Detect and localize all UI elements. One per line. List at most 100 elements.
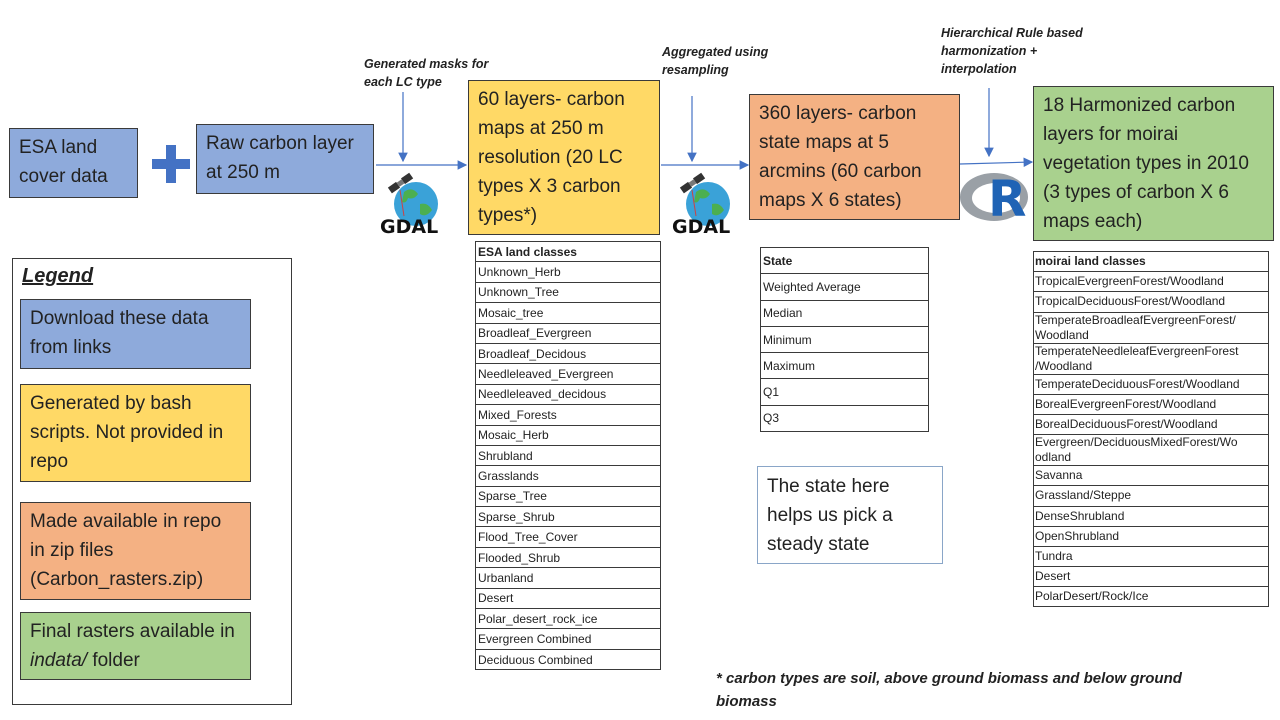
table-cell: DenseShrubland [1033, 505, 1269, 527]
table-row: Flood_Tree_Cover [475, 526, 661, 548]
table-row: Broadleaf_Evergreen [475, 322, 661, 344]
table-row: Mosaic_Herb [475, 424, 661, 446]
raw-carbon-box: Raw carbon layer at 250 m [196, 124, 374, 194]
table-row: Shrubland [475, 444, 661, 467]
table-cell: Q3 [760, 404, 929, 433]
table-row: Median [760, 299, 929, 327]
table-cell: Urbanland [475, 567, 661, 589]
table-cell: Evergreen Combined [475, 628, 661, 650]
table-header-row: moirai land classes [1033, 250, 1269, 273]
table-cell: Polar_desert_rock_ice [475, 608, 661, 630]
gdal-globe-icon [679, 172, 730, 226]
table-row: Deciduous Combined [475, 648, 661, 671]
gdal-label: GDAL [380, 216, 439, 238]
table-row: BorealDeciduousForest/Woodland [1033, 413, 1269, 436]
table-header-row: ESA land classes [475, 240, 661, 263]
table-cell: Broadleaf_Evergreen [475, 322, 661, 344]
table-cell: TemperateDeciduousForest/Woodland [1033, 373, 1269, 395]
table-cell: Grassland/Steppe [1033, 485, 1269, 507]
table-row: Q3 [760, 404, 929, 433]
table-row: Maximum [760, 352, 929, 380]
state-table-header: State [760, 246, 929, 275]
table-row: Desert [475, 587, 661, 610]
table-row: Evergreen/DeciduousMixedForest/Wo odland [1033, 434, 1269, 467]
legend-panel: Legend Download these data from links Ge… [12, 258, 292, 705]
gdal-label: GDAL [672, 216, 731, 238]
table-row: OpenShrubland [1033, 525, 1269, 547]
layers-360-label: 360 layers- carbon state maps at 5 arcmi… [759, 103, 922, 211]
legend-title: Legend [22, 265, 94, 287]
table-cell: Flood_Tree_Cover [475, 526, 661, 548]
table-cell: Mosaic_tree [475, 302, 661, 324]
table-cell: OpenShrubland [1033, 525, 1269, 547]
table-cell: Needleleaved_Evergreen [475, 363, 661, 385]
plus-icon [152, 145, 190, 183]
masks-note: Generated masks for each LC type [364, 57, 489, 89]
table-cell: Needleleaved_decidous [475, 383, 661, 406]
table-cell: Median [760, 299, 929, 327]
table-cell: BorealEvergreenForest/Woodland [1033, 393, 1269, 415]
table-row: Savanna [1033, 465, 1269, 487]
legend-item-generated: Generated by bash scripts. Not provided … [20, 384, 251, 482]
table-row: Sparse_Shrub [475, 506, 661, 528]
table-cell: Minimum [760, 325, 929, 354]
esa-land-cover-box: ESA land cover data [9, 128, 138, 198]
table-row: DenseShrubland [1033, 505, 1269, 527]
table-row: Needleleaved_Evergreen [475, 363, 661, 385]
state-note-box: The state here helps us pick a steady st… [757, 466, 943, 564]
legend-item-label-suffix: folder [87, 650, 140, 671]
gdal-globe-icon [387, 172, 438, 226]
moirai-table-header: moirai land classes [1033, 250, 1269, 273]
esa-land-cover-label: ESA land cover data [19, 137, 108, 187]
table-cell: TropicalEvergreenForest/Woodland [1033, 271, 1269, 293]
arrow-360-to-harmonized [959, 157, 1034, 168]
moirai-classes-table: moirai land classes TropicalEvergreenFor… [1033, 250, 1269, 608]
table-cell: Unknown_Tree [475, 281, 661, 304]
table-cell: Savanna [1033, 465, 1269, 487]
table-header-row: State [760, 246, 929, 275]
table-row: Unknown_Tree [475, 281, 661, 304]
esa-table-header: ESA land classes [475, 240, 661, 263]
table-row: Urbanland [475, 567, 661, 589]
state-note-text: The state here helps us pick a steady st… [767, 476, 893, 555]
table-cell: PolarDesert/Rock/Ice [1033, 586, 1269, 608]
table-cell: Desert [1033, 566, 1269, 588]
harmonized-label: 18 Harmonized carbon layers for moirai v… [1043, 95, 1249, 232]
layers-60-label: 60 layers- carbon maps at 250 m resoluti… [478, 89, 625, 226]
table-cell: Tundra [1033, 545, 1269, 568]
table-cell: Q1 [760, 378, 929, 406]
layers-360-box: 360 layers- carbon state maps at 5 arcmi… [749, 94, 960, 220]
aggregated-note: Aggregated using resampling [662, 45, 769, 77]
table-cell: Unknown_Herb [475, 261, 661, 283]
table-row: Grasslands [475, 465, 661, 487]
table-row: Flooded_Shrub [475, 546, 661, 569]
table-cell: BorealDeciduousForest/Woodland [1033, 413, 1269, 436]
table-row: Weighted Average [760, 273, 929, 301]
r-logo-icon [960, 173, 1028, 221]
table-cell: Deciduous Combined [475, 648, 661, 671]
table-cell: Evergreen/DeciduousMixedForest/Wo odland [1033, 434, 1269, 467]
table-cell: Flooded_Shrub [475, 546, 661, 569]
table-row: Evergreen Combined [475, 628, 661, 650]
table-row: TropicalDeciduousForest/Woodland [1033, 291, 1269, 313]
table-row: Tundra [1033, 545, 1269, 568]
table-row: Minimum [760, 325, 929, 354]
table-cell: Broadleaf_Decidous [475, 342, 661, 365]
table-row: TemperateDeciduousForest/Woodland [1033, 373, 1269, 395]
table-row: Needleleaved_decidous [475, 383, 661, 406]
table-cell: TropicalDeciduousForest/Woodland [1033, 291, 1269, 313]
table-row: TemperateNeedleleafEvergreenForest /Wood… [1033, 342, 1269, 375]
table-row: Desert [1033, 566, 1269, 588]
table-cell: Sparse_Tree [475, 485, 661, 508]
table-row: Mixed_Forests [475, 404, 661, 426]
table-row: Q1 [760, 378, 929, 406]
r-logo: R [958, 168, 1034, 228]
r-letter: R [988, 170, 1027, 228]
layers-60-box: 60 layers- carbon maps at 250 m resoluti… [468, 80, 660, 235]
table-row: PolarDesert/Rock/Ice [1033, 586, 1269, 608]
table-row: Sparse_Tree [475, 485, 661, 508]
table-row: Broadleaf_Decidous [475, 342, 661, 365]
table-cell: TemperateNeedleleafEvergreenForest /Wood… [1033, 342, 1269, 375]
legend-item-label: Made available in repo in zip files (Car… [30, 511, 222, 590]
